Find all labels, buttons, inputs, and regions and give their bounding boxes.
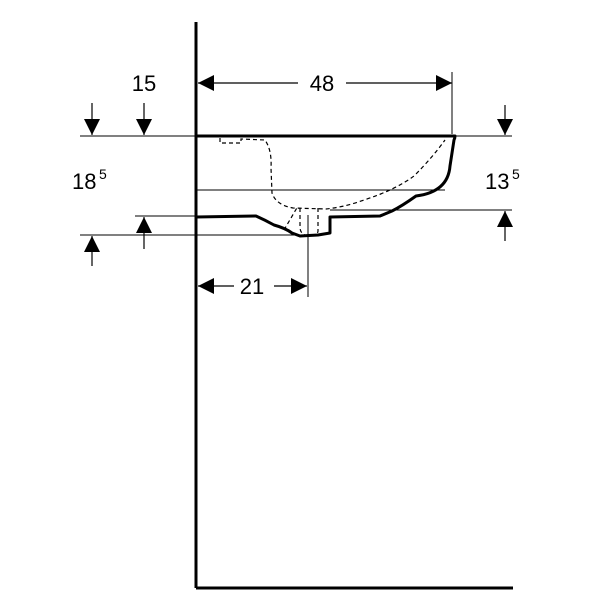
dimension-height-front-sup: 5 [512, 166, 520, 182]
dimension-height-total-sup: 5 [99, 166, 107, 182]
dimension-height-total-label: 18 [72, 169, 96, 194]
basin-hidden-lines [219, 138, 446, 237]
basin-outline [195, 134, 457, 238]
dimension-width-label: 48 [310, 71, 334, 96]
dimension-depth-label: 15 [132, 71, 156, 96]
dimension-height-front-label: 13 [485, 169, 509, 194]
dimension-drain-offset-label: 21 [240, 274, 264, 299]
extension-lines [80, 72, 512, 297]
